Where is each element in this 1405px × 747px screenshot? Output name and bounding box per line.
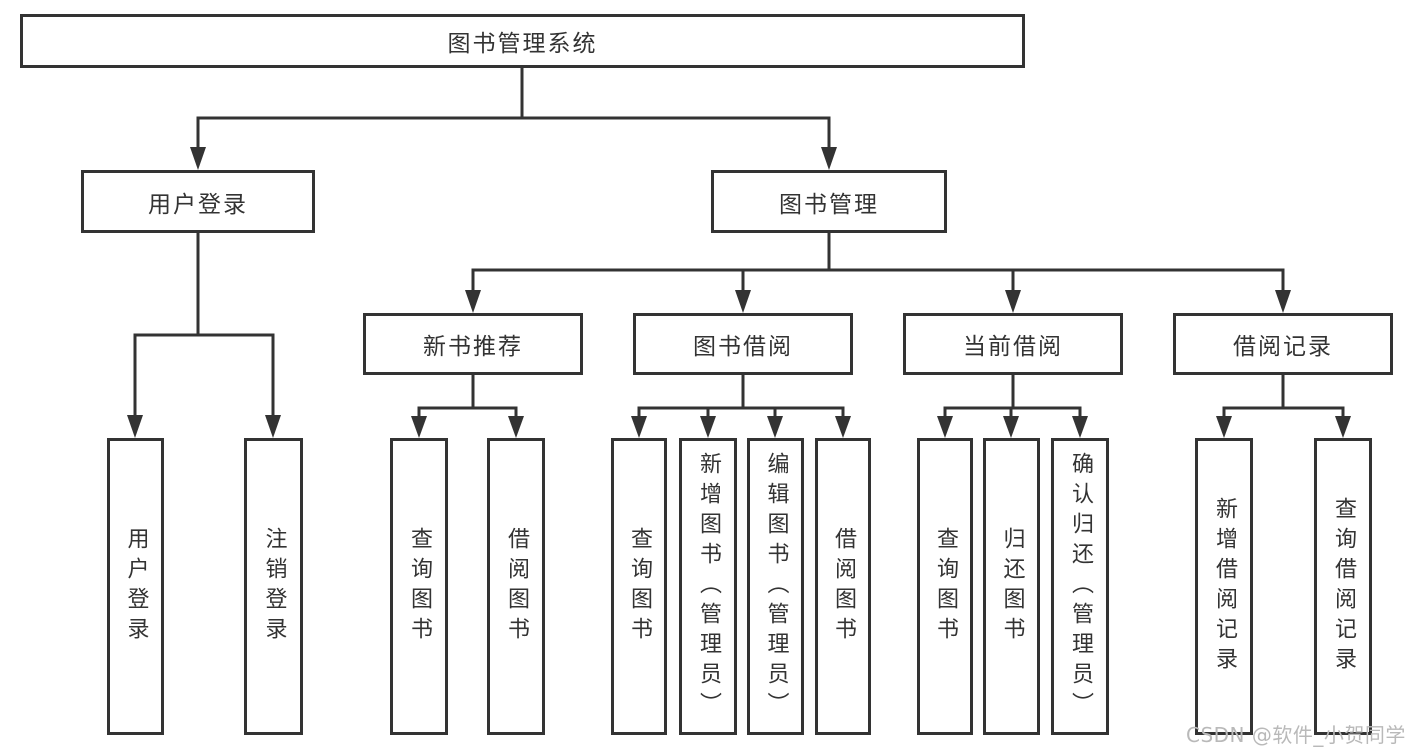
csdn-watermark: CSDN @软件_小贺同学 [1186,723,1405,747]
arrowheads [127,147,1351,438]
leaf-borrow-books-recommend: 借阅图书 [487,438,545,735]
node-user-login: 用户登录 [81,170,315,233]
node-book-management: 图书管理 [711,170,947,233]
node-current-borrowing: 当前借阅 [903,313,1123,375]
leaf-query-borrow-record: 查询借阅记录 [1314,438,1372,735]
leaf-query-books-borrowing: 查询图书 [611,438,667,735]
leaf-logout: 注销登录 [244,438,303,735]
leaf-add-borrow-record: 新增借阅记录 [1195,438,1253,735]
leaf-borrow-books: 借阅图书 [815,438,871,735]
node-borrowing-records: 借阅记录 [1173,313,1393,375]
leaf-edit-book-admin: 编辑图书（管理员） [747,438,804,735]
node-book-borrowing: 图书借阅 [633,313,853,375]
leaf-user-login: 用户登录 [107,438,164,735]
leaf-query-books-recommend: 查询图书 [390,438,448,735]
node-new-book-recommend: 新书推荐 [363,313,583,375]
leaf-return-book: 归还图书 [983,438,1040,735]
node-library-management-system: 图书管理系统 [20,14,1025,68]
leaf-query-books-current: 查询图书 [917,438,973,735]
leaf-confirm-return-admin: 确认归还（管理员） [1051,438,1109,735]
leaf-add-book-admin: 新增图书（管理员） [679,438,737,735]
